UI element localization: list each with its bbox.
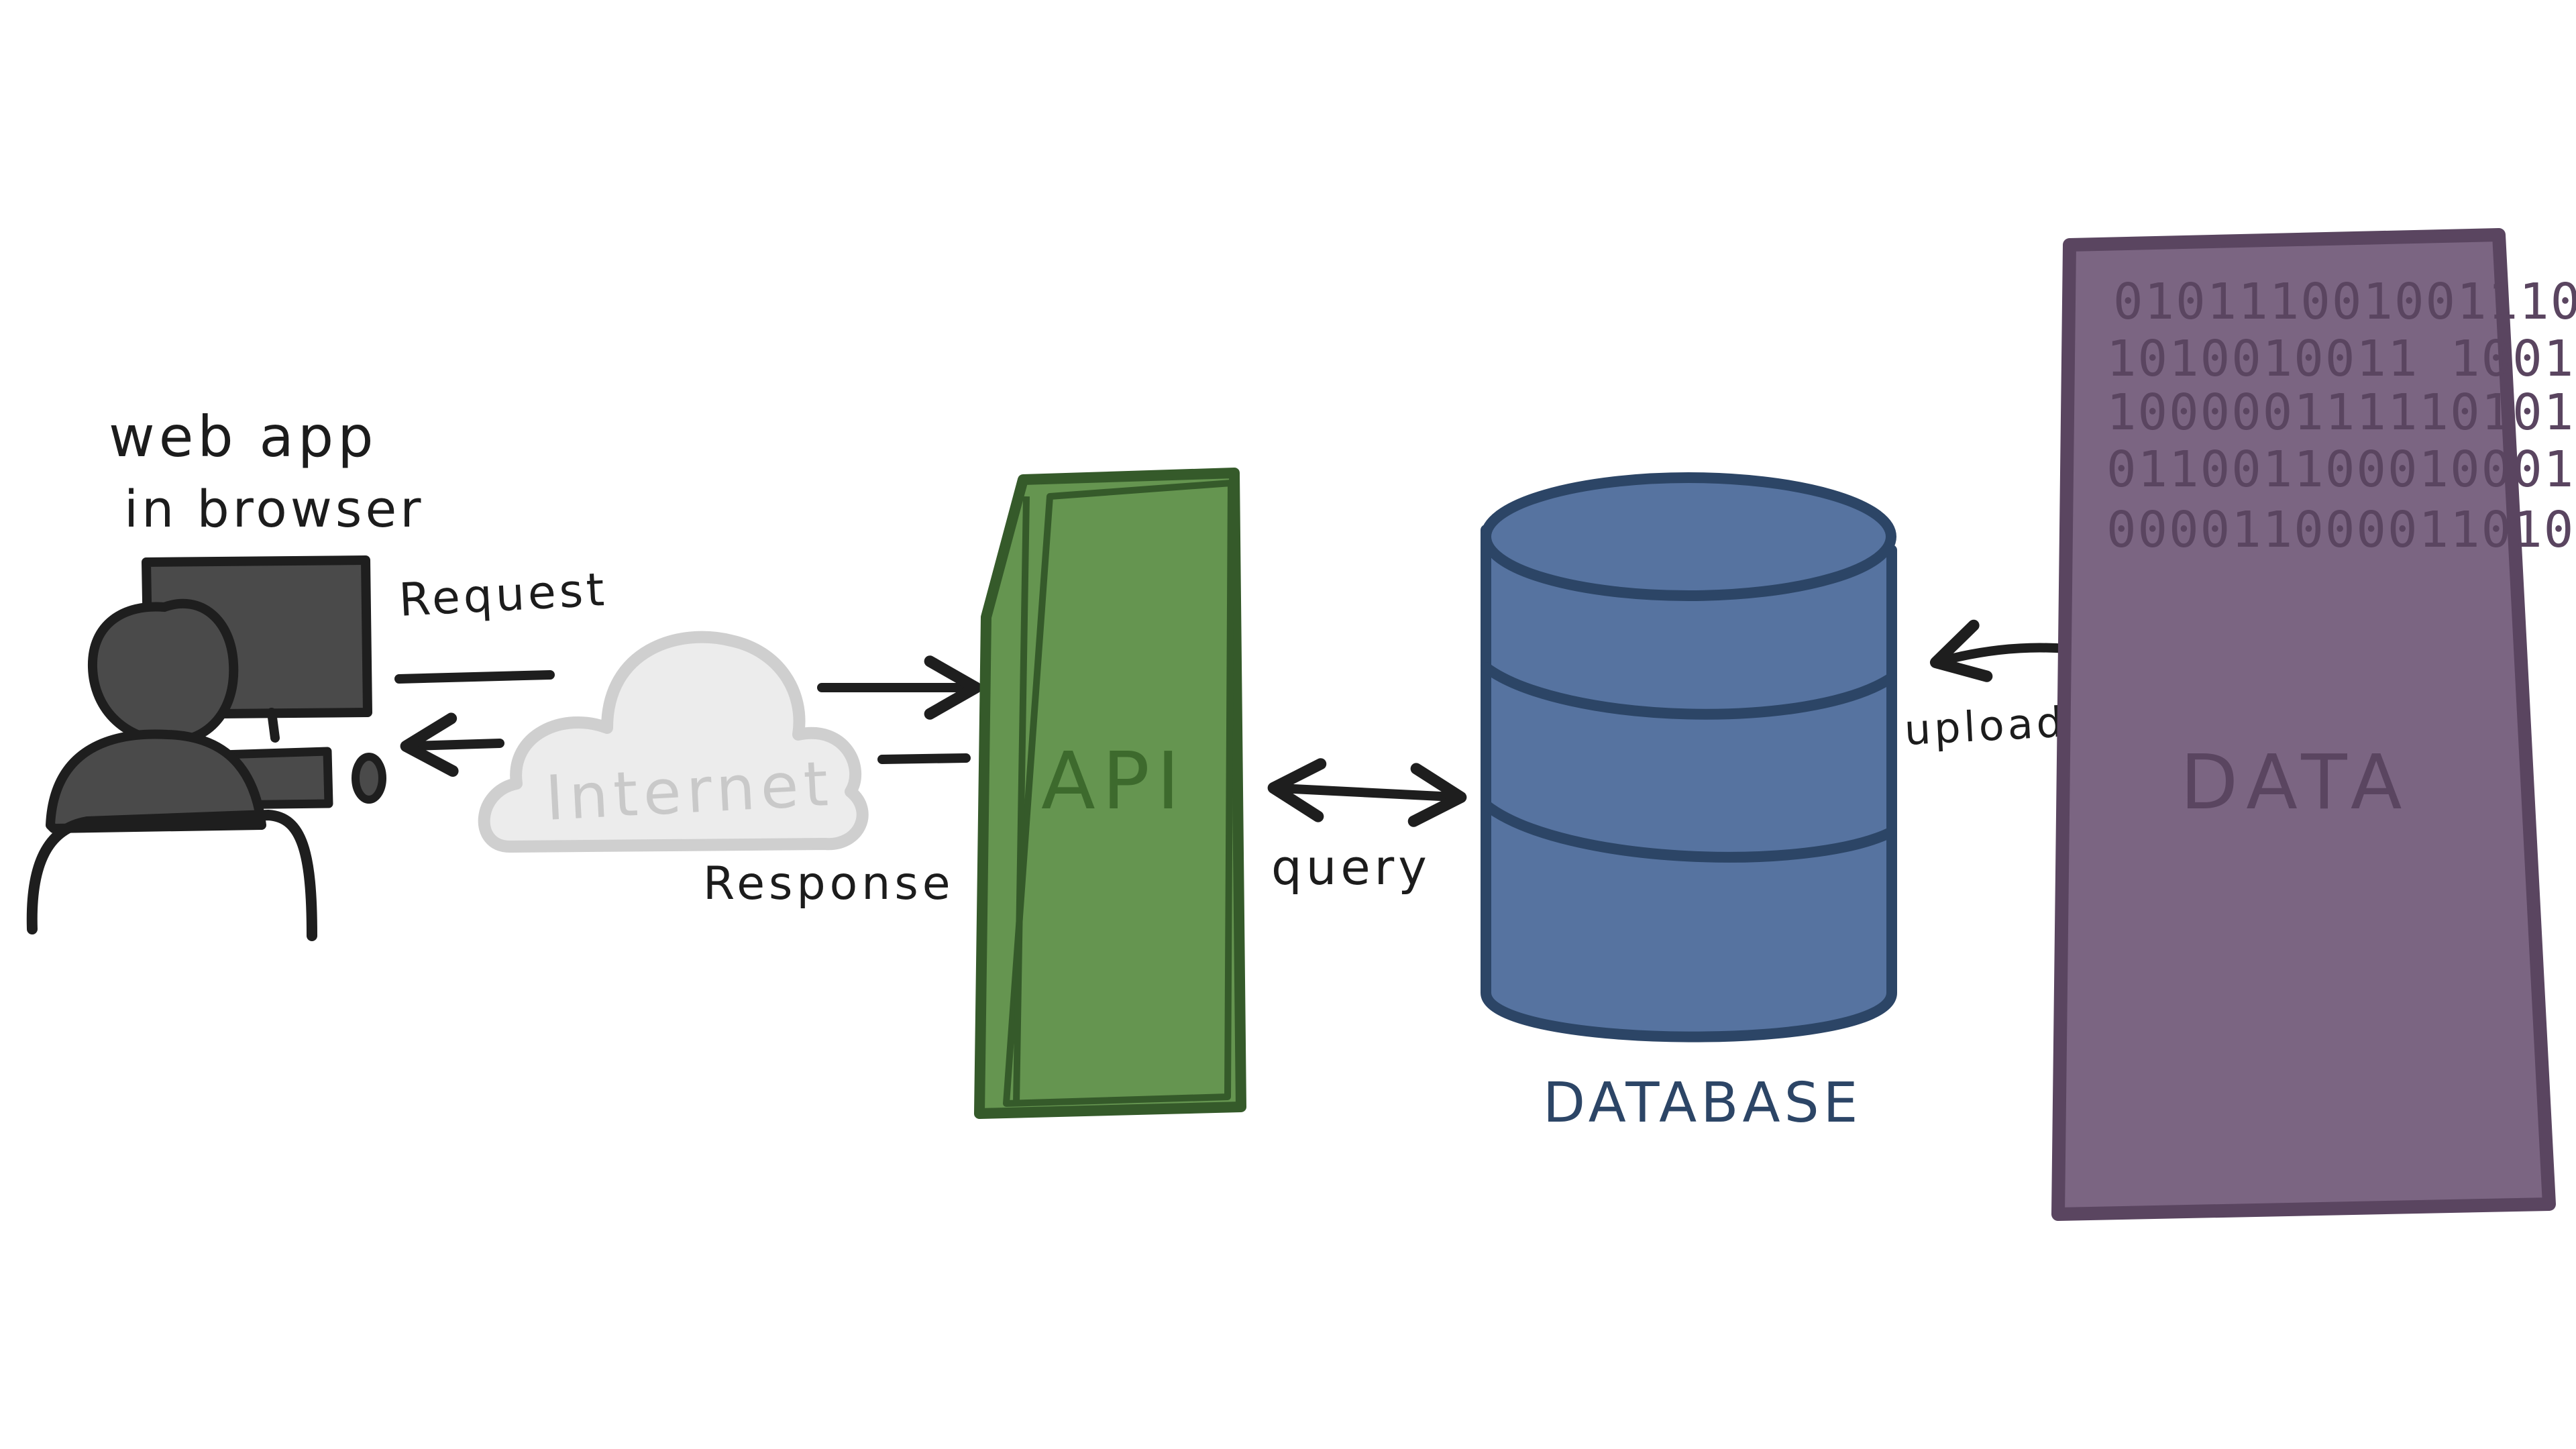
upload-label: upload [1903,697,2068,755]
response-arrow-left [400,712,504,777]
database-label: DATABASE [1543,1071,1862,1135]
query-arrow [1267,758,1467,827]
query-label: query [1271,839,1431,896]
binary-row: 011001100010001 [2106,441,2575,498]
request-label: Request [398,564,609,627]
binary-row: 1010010011 1001 [2106,330,2575,388]
web-app-label-line2: in browser [124,479,425,539]
binary-row: 000011000011010 [2106,501,2575,559]
person-at-computer-icon [26,555,386,941]
api-block [974,468,1246,1119]
binary-row: 100000111110101 [2106,384,2575,441]
binary-row: 010111001001110 [2113,273,2576,331]
request-line-left [394,670,555,684]
response-label: Response [703,857,955,910]
web-app-label-line1: web app [109,404,378,470]
api-label: API [1041,735,1187,827]
data-label: DATA [2180,739,2412,826]
cloud-icon [478,631,869,853]
response-line-right [877,753,971,764]
internet-label: Internet [544,748,835,835]
data-server-block [2051,228,2556,1221]
database-icon [1481,472,1897,1042]
binary-rows: 010111001001110 1010010011 1001 10000011… [2106,273,2576,559]
